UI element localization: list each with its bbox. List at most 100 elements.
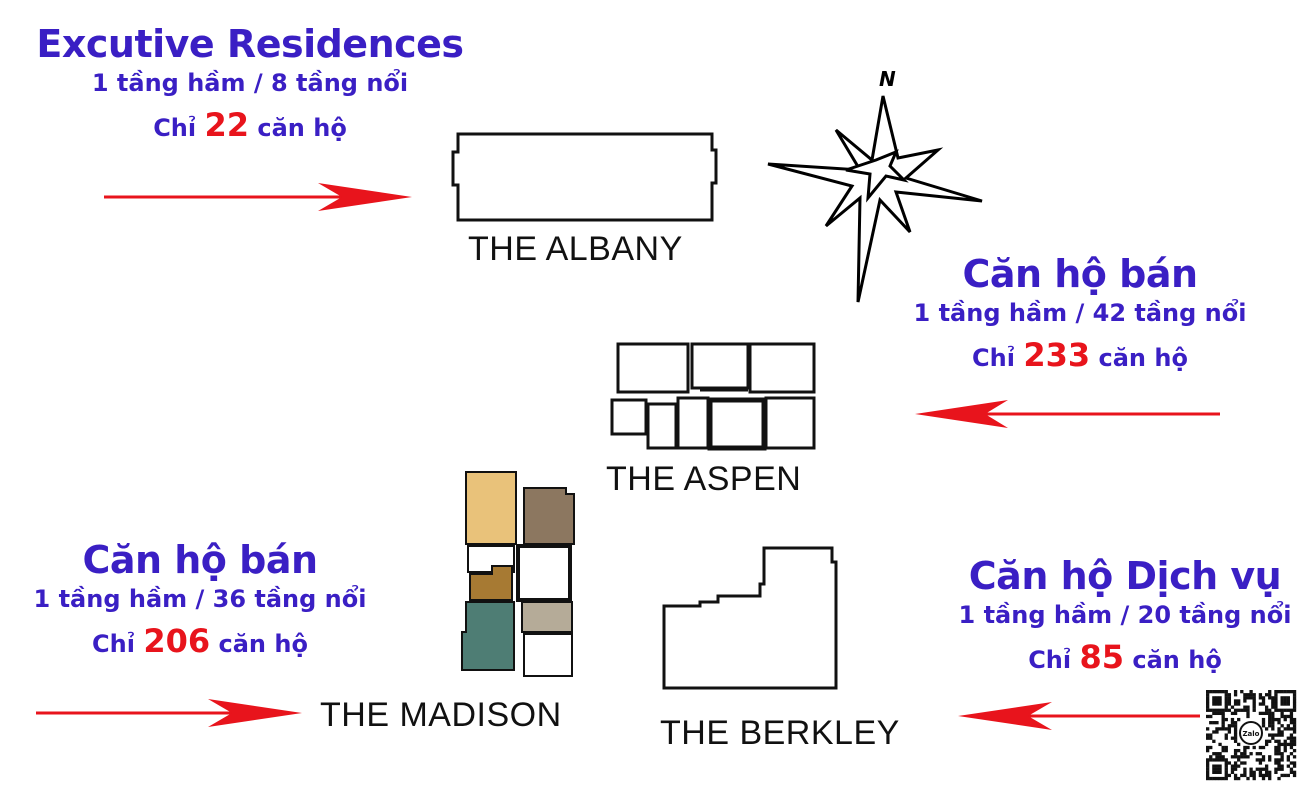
qr-module xyxy=(1268,776,1272,781)
qr-module xyxy=(1292,690,1297,694)
qr-module xyxy=(1206,758,1210,762)
qr-module xyxy=(1264,693,1269,697)
qr-module xyxy=(1233,699,1238,703)
qr-module xyxy=(1215,730,1219,734)
qr-module xyxy=(1227,761,1232,765)
qr-module xyxy=(1289,727,1294,731)
qr-module xyxy=(1274,748,1278,753)
qr-module xyxy=(1277,758,1281,762)
qr-module xyxy=(1286,714,1290,719)
qr-module xyxy=(1230,770,1235,774)
qr-module xyxy=(1233,702,1238,706)
berkley-footprint xyxy=(662,546,838,690)
qr-module xyxy=(1249,690,1253,694)
qr-module xyxy=(1252,705,1256,709)
qr-module xyxy=(1289,761,1294,765)
qr-module xyxy=(1264,711,1269,716)
qr-module xyxy=(1212,752,1216,756)
qr-module xyxy=(1283,696,1287,700)
qr-module xyxy=(1209,736,1213,740)
qr-module xyxy=(1243,767,1247,771)
qr-module xyxy=(1274,761,1278,765)
qr-module xyxy=(1274,770,1278,774)
qr-module xyxy=(1264,770,1269,774)
albany-building-name: THE ALBANY xyxy=(468,230,683,268)
albany-unit-count: 22 xyxy=(204,106,250,144)
qr-module xyxy=(1292,699,1297,703)
qr-module xyxy=(1215,758,1219,762)
qr-module xyxy=(1252,699,1256,703)
qr-module xyxy=(1218,767,1222,771)
qr-module xyxy=(1274,696,1278,700)
qr-module xyxy=(1233,761,1238,765)
qr-module xyxy=(1218,690,1222,694)
qr-module xyxy=(1261,745,1266,750)
qr-module xyxy=(1243,708,1247,712)
qr-module xyxy=(1221,748,1225,753)
qr-module xyxy=(1292,739,1297,743)
qr-module xyxy=(1255,752,1259,756)
qr-module xyxy=(1286,742,1290,747)
qr-module xyxy=(1218,776,1222,781)
qr-module xyxy=(1209,755,1213,759)
qr-module xyxy=(1289,770,1294,774)
qr-module xyxy=(1289,721,1294,725)
qr-module xyxy=(1224,690,1228,694)
qr-module xyxy=(1286,736,1290,740)
qr-module xyxy=(1261,711,1266,716)
qr-module xyxy=(1289,717,1294,722)
qr-module xyxy=(1237,708,1241,712)
qr-module xyxy=(1277,761,1281,765)
qr-module xyxy=(1264,727,1269,731)
qr-module xyxy=(1209,721,1213,725)
qr-module xyxy=(1249,752,1253,756)
qr-module xyxy=(1243,755,1247,759)
qr-module xyxy=(1292,730,1297,734)
qr-module xyxy=(1206,733,1210,737)
qr-module xyxy=(1224,767,1228,771)
aspen-unit-count: 233 xyxy=(1023,336,1091,374)
qr-module xyxy=(1230,724,1235,728)
qr-module xyxy=(1261,702,1266,706)
qr-module xyxy=(1289,736,1294,740)
berkley-unit-count: 85 xyxy=(1079,638,1125,676)
aspen-units: Chỉ 233 căn hộ xyxy=(972,336,1188,374)
qr-module xyxy=(1271,711,1275,716)
qr-module xyxy=(1212,690,1216,694)
qr-module xyxy=(1255,758,1259,762)
qr-module xyxy=(1224,736,1228,740)
qr-module xyxy=(1224,727,1228,731)
qr-module xyxy=(1258,761,1263,765)
qr-module xyxy=(1224,745,1228,750)
qr-module xyxy=(1277,739,1281,743)
qr-module xyxy=(1252,696,1256,700)
qr-module xyxy=(1218,755,1222,759)
qr-module xyxy=(1289,745,1294,750)
qr-module xyxy=(1264,708,1269,712)
qr-module xyxy=(1233,773,1238,778)
qr-module xyxy=(1261,767,1266,771)
qr-logo-label: Zalo xyxy=(1242,730,1259,738)
qr-module xyxy=(1237,758,1241,762)
qr-module xyxy=(1246,745,1250,750)
qr-module xyxy=(1289,752,1294,756)
qr-module xyxy=(1206,761,1210,765)
qr-module xyxy=(1233,711,1238,716)
qr-module xyxy=(1280,764,1284,768)
qr-module xyxy=(1252,702,1256,706)
qr-module xyxy=(1261,755,1266,759)
qr-module xyxy=(1268,711,1272,716)
qr-module xyxy=(1292,717,1297,722)
qr-module xyxy=(1221,711,1225,716)
qr-module xyxy=(1221,727,1225,731)
madison-building-name: THE MADISON xyxy=(320,696,562,734)
qr-module xyxy=(1243,745,1247,750)
qr-module xyxy=(1224,696,1228,700)
berkley-building-name: THE BERKLEY xyxy=(660,714,900,752)
qr-module xyxy=(1252,776,1256,781)
qr-module xyxy=(1243,693,1247,697)
qr-module xyxy=(1283,690,1287,694)
qr-module xyxy=(1227,702,1232,706)
qr-module xyxy=(1206,773,1210,778)
qr-module xyxy=(1292,696,1297,700)
